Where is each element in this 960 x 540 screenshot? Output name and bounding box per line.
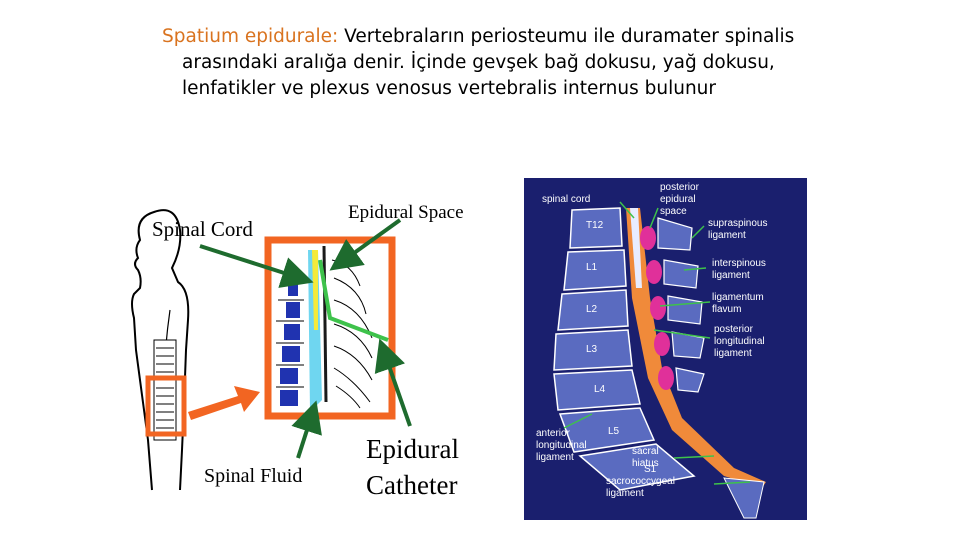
label-posterior-long: posterior — [714, 324, 754, 335]
label-sacral-hiatus: hiatus — [632, 458, 659, 469]
small-orange-frame — [145, 375, 187, 437]
orange-zoom-arrow — [188, 386, 260, 420]
label-posterior-longitudinal: longitudinal — [714, 336, 765, 347]
label-sacrococcygeal-ligament: ligament — [606, 488, 644, 499]
label-flavum: flavum — [712, 304, 741, 315]
label-epidural-space: Epidural Space — [348, 202, 464, 223]
spine-sagittal-diagram: T12 L1 L2 L3 L4 L5 S1 spinal cord poster… — [524, 178, 807, 520]
label-spinal-cord-r: spinal cord — [542, 194, 590, 205]
description-paragraph: Spatium epidurale: Vertebraların periost… — [162, 24, 832, 102]
vertebra-label: L3 — [586, 344, 598, 355]
vertebra-label: T12 — [586, 220, 604, 231]
label-sacrococcygeal: sacrococcygeal — [606, 476, 675, 487]
term-spatium-epidurale: Spatium epidurale: — [162, 26, 339, 47]
arrow-spinal-fluid — [291, 400, 322, 459]
label-spinal-cord: Spinal Cord — [152, 217, 253, 241]
label-posterior-epidural: epidural — [660, 194, 696, 205]
arrow-epidural-space — [329, 218, 402, 271]
vertebra-label: S1 — [644, 464, 657, 475]
label-anterior-ligament: ligament — [536, 452, 574, 463]
epidural-catheter-diagram: Spinal Cord Epidural Space Spinal Fluid … — [131, 202, 464, 500]
spinal-fluid-region — [308, 250, 322, 412]
catheter-line — [318, 259, 389, 342]
vertebra-label: L5 — [608, 426, 620, 437]
label-ligamentum: ligamentum — [712, 292, 764, 303]
label-interspinous-ligament: ligament — [712, 270, 750, 281]
label-posterior-ligament: ligament — [714, 348, 752, 359]
label-catheter: Catheter — [366, 470, 457, 500]
label-spinal-fluid: Spinal Fluid — [204, 465, 302, 487]
label-anterior: anterior — [536, 428, 571, 439]
label-epidural: Epidural — [366, 434, 459, 464]
arrow-catheter — [374, 338, 412, 427]
dural-sac — [626, 208, 766, 488]
vertebral-bodies — [553, 207, 696, 491]
description-text: Vertebraların periosteumu ile duramater … — [182, 26, 795, 99]
label-supraspinous-ligament: ligament — [708, 230, 746, 241]
anatomy-labels: spinal cord posterior epidural space sup… — [536, 182, 767, 499]
ligamentum-flavum-pads — [640, 226, 674, 390]
vertebra-label: L1 — [586, 262, 598, 273]
vertebra-label: L4 — [594, 384, 606, 395]
label-sacral: sacral — [632, 446, 659, 457]
pointer-lines — [563, 201, 751, 485]
label-posterior: posterior — [660, 182, 700, 193]
vertebra-labels: T12 L1 L2 L3 L4 L5 S1 — [586, 220, 657, 475]
label-supraspinous: supraspinous — [708, 218, 767, 229]
vertebrae-blocks — [280, 282, 300, 406]
arrow-spinal-cord — [199, 244, 314, 288]
label-anterior-longitudinal: longitudinal — [536, 440, 587, 451]
label-posterior-space: space — [660, 206, 687, 217]
spinal-cord — [630, 208, 642, 288]
spine-column-small — [153, 339, 177, 441]
vertebra-label: L2 — [586, 304, 598, 315]
label-interspinous: interspinous — [712, 258, 766, 269]
